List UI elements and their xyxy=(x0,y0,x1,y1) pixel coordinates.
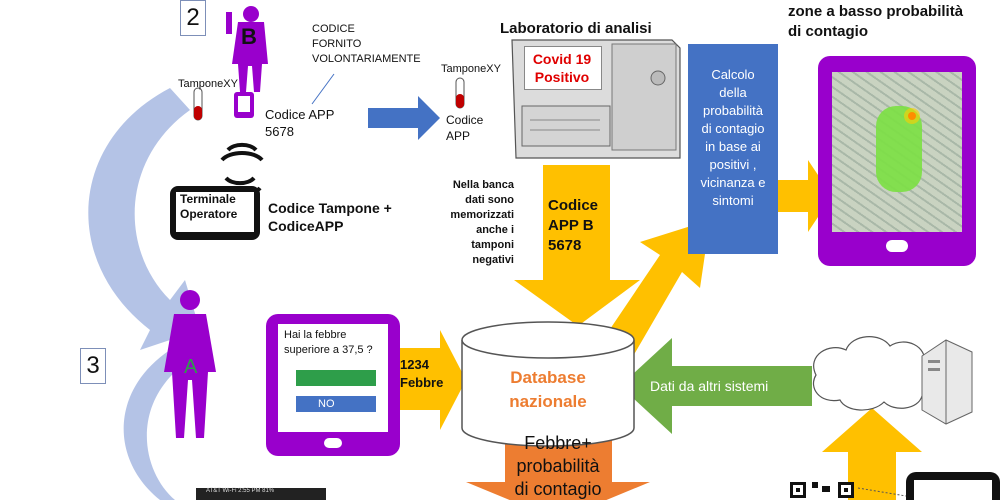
green-arrow xyxy=(620,338,812,434)
server-icon xyxy=(921,339,973,425)
heatmap-tablet xyxy=(818,56,976,266)
dati-altri-label: Dati da altri sistemi xyxy=(650,378,769,394)
codice-app-b: Codice APP B 5678 xyxy=(548,197,599,254)
cloud xyxy=(812,336,938,411)
yellow-arrow-down xyxy=(514,165,640,326)
calcolo-text: Calcolo della probabilità di contagio in… xyxy=(700,67,766,208)
qr-code-icon xyxy=(790,482,854,498)
terminal-device xyxy=(170,186,260,240)
phone-status-text: AT&T Wi-Fi 2:55 PM 81% xyxy=(206,488,275,494)
no-label: NO xyxy=(318,398,335,410)
flow-arc-lower xyxy=(123,350,190,500)
phone-status-bar: AT&T Wi-Fi 2:55 PM 81% xyxy=(196,488,326,500)
test-tube-icon xyxy=(455,77,465,109)
test-tube-icon xyxy=(193,87,203,121)
febbre-probabilita-label: Febbre+ probabilità di contagio xyxy=(514,433,602,499)
yellow-arrow-survey xyxy=(398,330,466,430)
pointer-line xyxy=(311,73,335,105)
calcolo-box xyxy=(688,44,778,254)
bottom-device xyxy=(906,472,1000,500)
person-b-label: B xyxy=(241,24,257,49)
step-number-2: 2 xyxy=(180,0,206,36)
lab-screen xyxy=(524,46,602,90)
person-a-figure xyxy=(164,290,216,438)
no-button[interactable] xyxy=(296,396,376,412)
codice-tampone-label: Codice Tampone + CodiceAPP xyxy=(268,200,392,234)
lab-title: Laboratorio di analisi xyxy=(500,20,652,37)
codice-app-left: Codice APP 5678 xyxy=(265,107,335,139)
heatmap-map xyxy=(832,72,962,232)
database-cylinder xyxy=(461,321,635,447)
tampone-label-mid: TamponeXY xyxy=(441,63,501,75)
tampone-label-left: TamponeXY xyxy=(178,78,238,90)
person-b-figure xyxy=(226,6,268,92)
codice-app-mid: Codice APP xyxy=(446,113,484,143)
yes-button[interactable] xyxy=(296,370,376,386)
small-tablet-icon xyxy=(234,92,254,118)
step-number-3: 3 xyxy=(80,348,106,384)
yellow-arrow-up xyxy=(822,408,922,500)
covid-label: Covid 19 Positivo xyxy=(532,51,592,85)
terminal-label: Terminale Operatore xyxy=(180,192,238,221)
database-label: Database nazionale xyxy=(509,368,587,411)
survey-question: Hai la febbre superiore a 37,5 ? xyxy=(284,329,373,356)
person-a-label: A xyxy=(184,356,198,378)
flow-arc-upper xyxy=(88,88,200,350)
blue-arrow xyxy=(368,96,440,140)
yellow-arrow-diagonal xyxy=(604,220,710,358)
zone-title: zone a basso probabilità di contagio xyxy=(788,3,964,40)
banca-dati-note: Nella banca dati sono memorizzati anche … xyxy=(450,179,514,266)
febbre-code: 1234 Febbre xyxy=(400,357,444,390)
codice-fornito-label: CODICE FORNITO VOLONTARIAMENTE xyxy=(312,23,421,65)
